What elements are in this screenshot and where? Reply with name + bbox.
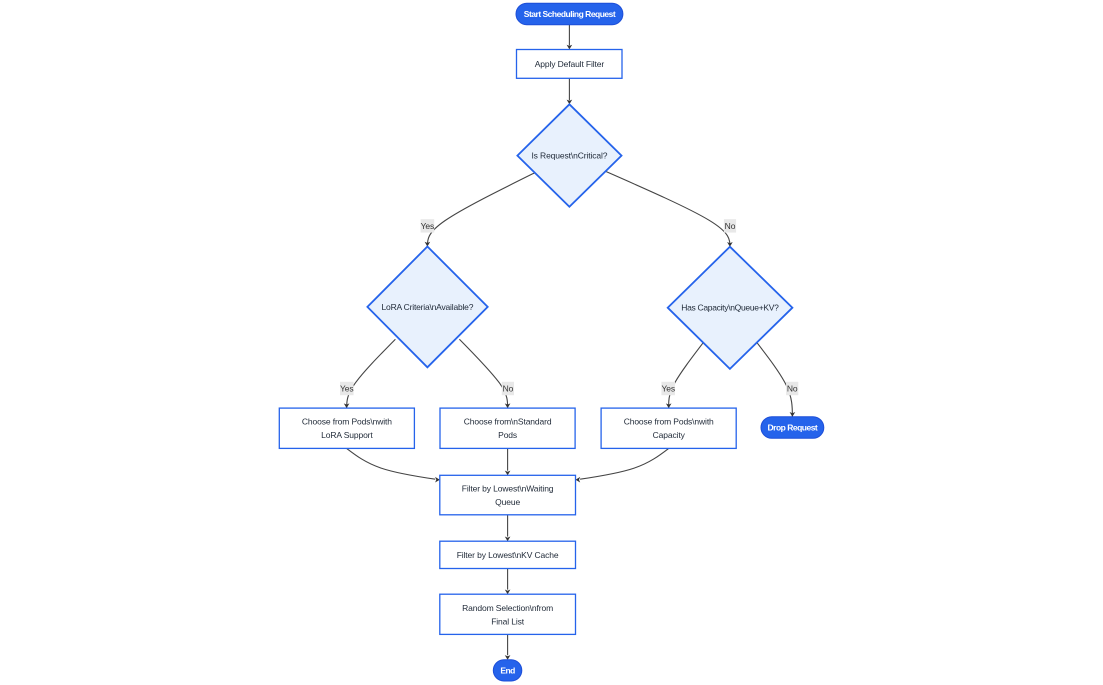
svg-text:Drop Request: Drop Request — [768, 423, 818, 433]
svg-text:Yes: Yes — [661, 384, 675, 394]
svg-text:Capacity: Capacity — [653, 430, 686, 440]
svg-text:No: No — [725, 221, 736, 231]
svg-text:Choose from Pods\nwith: Choose from Pods\nwith — [302, 417, 392, 427]
svg-text:LoRA Criteria\nAvailable?: LoRA Criteria\nAvailable? — [382, 302, 474, 312]
svg-text:Choose from\nStandard: Choose from\nStandard — [464, 417, 552, 427]
svg-text:Has Capacity\nQueue+KV?: Has Capacity\nQueue+KV? — [681, 303, 779, 313]
svg-text:Random Selection\nfrom: Random Selection\nfrom — [462, 603, 553, 613]
svg-text:Final List: Final List — [491, 616, 525, 626]
svg-text:Filter by Lowest\nKV Cache: Filter by Lowest\nKV Cache — [457, 550, 559, 560]
svg-text:No: No — [503, 384, 514, 394]
svg-text:LoRA Support: LoRA Support — [321, 430, 373, 440]
svg-text:Is Request\nCritical?: Is Request\nCritical? — [531, 151, 607, 161]
svg-text:End: End — [500, 665, 515, 675]
svg-text:Apply Default Filter: Apply Default Filter — [535, 59, 605, 69]
svg-text:Yes: Yes — [421, 221, 435, 231]
svg-text:Choose from Pods\nwith: Choose from Pods\nwith — [624, 417, 714, 427]
svg-text:Filter by Lowest\nWaiting: Filter by Lowest\nWaiting — [462, 483, 554, 493]
svg-text:Yes: Yes — [340, 384, 354, 394]
svg-text:No: No — [787, 384, 798, 394]
svg-text:Start Scheduling Request: Start Scheduling Request — [524, 9, 616, 19]
svg-text:Queue: Queue — [495, 497, 520, 507]
svg-text:Pods: Pods — [498, 430, 517, 440]
